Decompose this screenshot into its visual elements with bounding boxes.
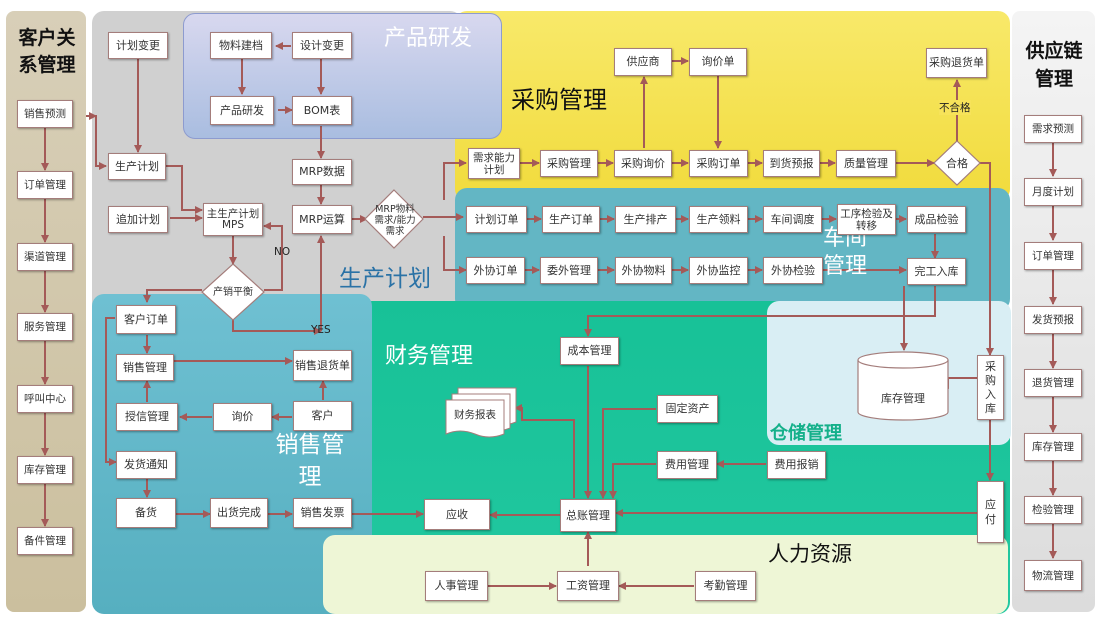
credit-node[interactable]: 授信管理 (116, 403, 178, 431)
yes-label: YES (311, 324, 331, 336)
mrp-calc-node[interactable]: MRP运算 (292, 205, 352, 234)
report-stack-icon (445, 387, 517, 438)
plan-order-node[interactable]: 计划订单 (466, 206, 527, 233)
pur-mgmt-node[interactable]: 采购管理 (540, 150, 598, 177)
quality-node[interactable]: 质量管理 (836, 150, 896, 177)
cost-node[interactable]: 成本管理 (560, 337, 619, 365)
out-order-node[interactable]: 外协订单 (466, 257, 525, 284)
entrust-node[interactable]: 委外管理 (540, 257, 598, 284)
ship-notice-node[interactable]: 发货通知 (116, 451, 176, 479)
mrp-data-node[interactable]: MRP数据 (292, 159, 352, 185)
ship-done-node[interactable]: 出货完成 (210, 498, 268, 528)
prod-plan-node[interactable]: 生产计划 (108, 153, 166, 180)
attendance-node[interactable]: 考勤管理 (695, 571, 756, 601)
design-change-node[interactable]: 设计变更 (292, 32, 352, 59)
fixed-asset-node[interactable]: 固定资产 (657, 395, 718, 423)
payable-node[interactable]: 应付 (977, 481, 1004, 543)
inventory-cylinder (857, 351, 949, 421)
pur-in-node[interactable]: 采购入库 (977, 355, 1004, 420)
crm-item[interactable]: 呼叫中心 (17, 385, 73, 413)
sales-title: 销售管理 (275, 432, 345, 490)
out-check-node[interactable]: 外协检验 (763, 257, 823, 284)
prod-schedule-node[interactable]: 生产排产 (615, 206, 676, 233)
personnel-node[interactable]: 人事管理 (425, 571, 488, 601)
scm-item[interactable]: 库存管理 (1024, 433, 1082, 461)
product-rd-node[interactable]: 产品研发 (210, 96, 274, 125)
process-check-node[interactable]: 工序检验及转移 (837, 204, 896, 235)
scm-item[interactable]: 检验管理 (1024, 496, 1082, 524)
expense-claim-node[interactable]: 费用报销 (767, 451, 826, 479)
no-label: NO (274, 246, 291, 258)
salary-node[interactable]: 工资管理 (557, 571, 619, 601)
shop-dispatch-node[interactable]: 车间调度 (763, 206, 822, 233)
crm-item[interactable]: 库存管理 (17, 456, 73, 484)
scm-item[interactable]: 退货管理 (1024, 369, 1082, 397)
balance-diamond-shape (201, 263, 265, 321)
warehouse-title: 仓储管理 (770, 423, 842, 444)
mrp-diamond-label[interactable]: MRP物料需求/能力需求 (374, 203, 416, 237)
customer-node[interactable]: 客户 (293, 401, 352, 431)
scm-item[interactable]: 月度计划 (1024, 178, 1082, 206)
cust-order-node[interactable]: 客户订单 (116, 305, 176, 334)
mrp-diamond-shape (364, 189, 424, 249)
complete-in-node[interactable]: 完工入库 (907, 258, 966, 285)
production-title: 生产计划 (339, 266, 431, 292)
sales-mgmt-node[interactable]: 销售管理 (116, 354, 174, 381)
inquiry-sheet-node[interactable]: 询价单 (689, 48, 747, 76)
balance-diamond-label[interactable]: 产销平衡 (213, 286, 253, 298)
sales-return-node[interactable]: 销售退货单 (293, 350, 352, 381)
demand-plan-node[interactable]: 需求能力计划 (468, 148, 520, 179)
qualified-diamond-shape (933, 140, 981, 186)
crm-item[interactable]: 订单管理 (17, 171, 73, 199)
scm-item[interactable]: 物流管理 (1024, 560, 1082, 591)
hr-title: 人力资源 (768, 542, 852, 566)
scm-item[interactable]: 需求预测 (1024, 115, 1082, 143)
crm-item[interactable]: 备件管理 (17, 527, 73, 555)
scm-item[interactable]: 订单管理 (1024, 242, 1082, 270)
pur-inquiry-node[interactable]: 采购询价 (614, 150, 672, 177)
prod-material-node[interactable]: 生产领料 (689, 206, 748, 233)
crm-item[interactable]: 销售预测 (17, 100, 73, 128)
plan-change-node[interactable]: 计划变更 (108, 32, 168, 59)
crm-item[interactable]: 服务管理 (17, 313, 73, 341)
stock-up-node[interactable]: 备货 (116, 498, 176, 528)
ledger-node[interactable]: 总账管理 (560, 499, 616, 532)
pur-order-node[interactable]: 采购订单 (689, 150, 748, 177)
prod-order-node[interactable]: 生产订单 (542, 206, 600, 233)
invoice-node[interactable]: 销售发票 (293, 498, 352, 528)
material-node[interactable]: 物料建档 (210, 32, 272, 59)
rd-title: 产品研发 (384, 26, 473, 51)
unqualified-label: 不合格 (939, 100, 971, 115)
arrival-node[interactable]: 到货预报 (763, 150, 820, 177)
crm-item[interactable]: 渠道管理 (17, 243, 73, 271)
purchase-title: 采购管理 (511, 86, 607, 114)
fin-report-label[interactable]: 财务报表 (454, 408, 496, 421)
scm-title: 供应链管理 (1025, 40, 1083, 90)
bom-node[interactable]: BOM表 (292, 96, 352, 125)
ask-price-node[interactable]: 询价 (213, 403, 272, 431)
expense-mgmt-node[interactable]: 费用管理 (657, 451, 717, 479)
finance-title: 财务管理 (385, 344, 474, 369)
out-material-node[interactable]: 外协物料 (615, 257, 672, 284)
receivable-node[interactable]: 应收 (424, 499, 490, 530)
crm-title: 客户关系管理 (18, 27, 76, 76)
qualified-label[interactable]: 合格 (946, 156, 968, 170)
purchase-return-node[interactable]: 采购退货单 (926, 48, 987, 78)
scm-item[interactable]: 发货预报 (1024, 306, 1082, 334)
inventory-label[interactable]: 库存管理 (881, 391, 925, 405)
product-check-node[interactable]: 成品检验 (907, 206, 966, 233)
add-plan-node[interactable]: 追加计划 (108, 206, 168, 233)
mps-node[interactable]: 主生产计划MPS (203, 203, 263, 236)
out-monitor-node[interactable]: 外协监控 (689, 257, 748, 284)
supplier-node[interactable]: 供应商 (614, 48, 672, 76)
